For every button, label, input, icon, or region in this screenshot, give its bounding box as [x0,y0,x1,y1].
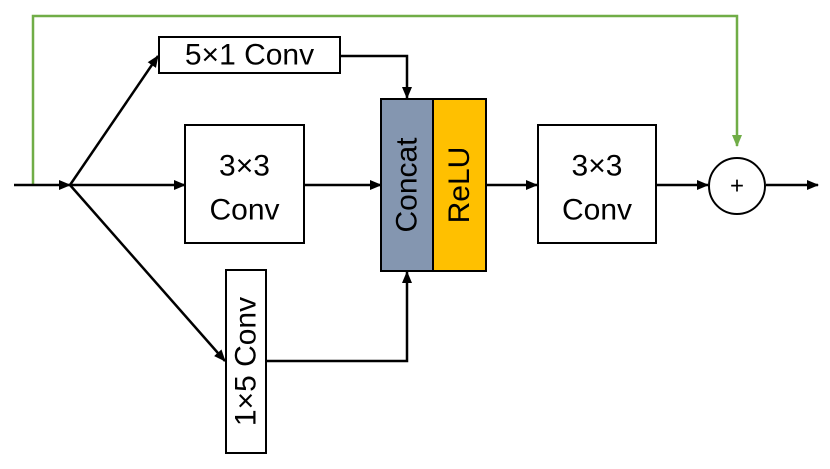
conv-3x3-block-b: 3×3 Conv [537,124,657,244]
branch-arrow-1x5 [69,184,226,362]
conv-3x3-b-line2: Conv [562,194,632,227]
concat-label: Concat [391,137,424,233]
relu-block: ReLU [432,98,487,272]
arrow-5x1-to-concat [340,54,412,99]
conv-3x3-a-line1: 3×3 [219,150,270,183]
conv-3x3-a-line2: Conv [209,194,279,227]
arrow-1x5-to-concat [266,271,412,363]
conv-1x5-label: 1×5 Conv [230,297,263,426]
skip-connection [31,14,742,185]
relu-label: ReLU [443,147,476,224]
conv-5x1-label: 5×1 Conv [185,39,314,72]
branch-arrow-5x1 [68,55,160,186]
add-symbol: + [730,173,744,200]
concat-block: Concat [380,98,434,272]
conv-3x3-b-line1: 3×3 [572,150,623,183]
add-node: + [708,157,766,215]
conv-5x1-block: 5×1 Conv [158,36,341,74]
conv-3x3-block-a: 3×3 Conv [184,124,305,244]
conv-1x5-block: 1×5 Conv [225,269,267,454]
